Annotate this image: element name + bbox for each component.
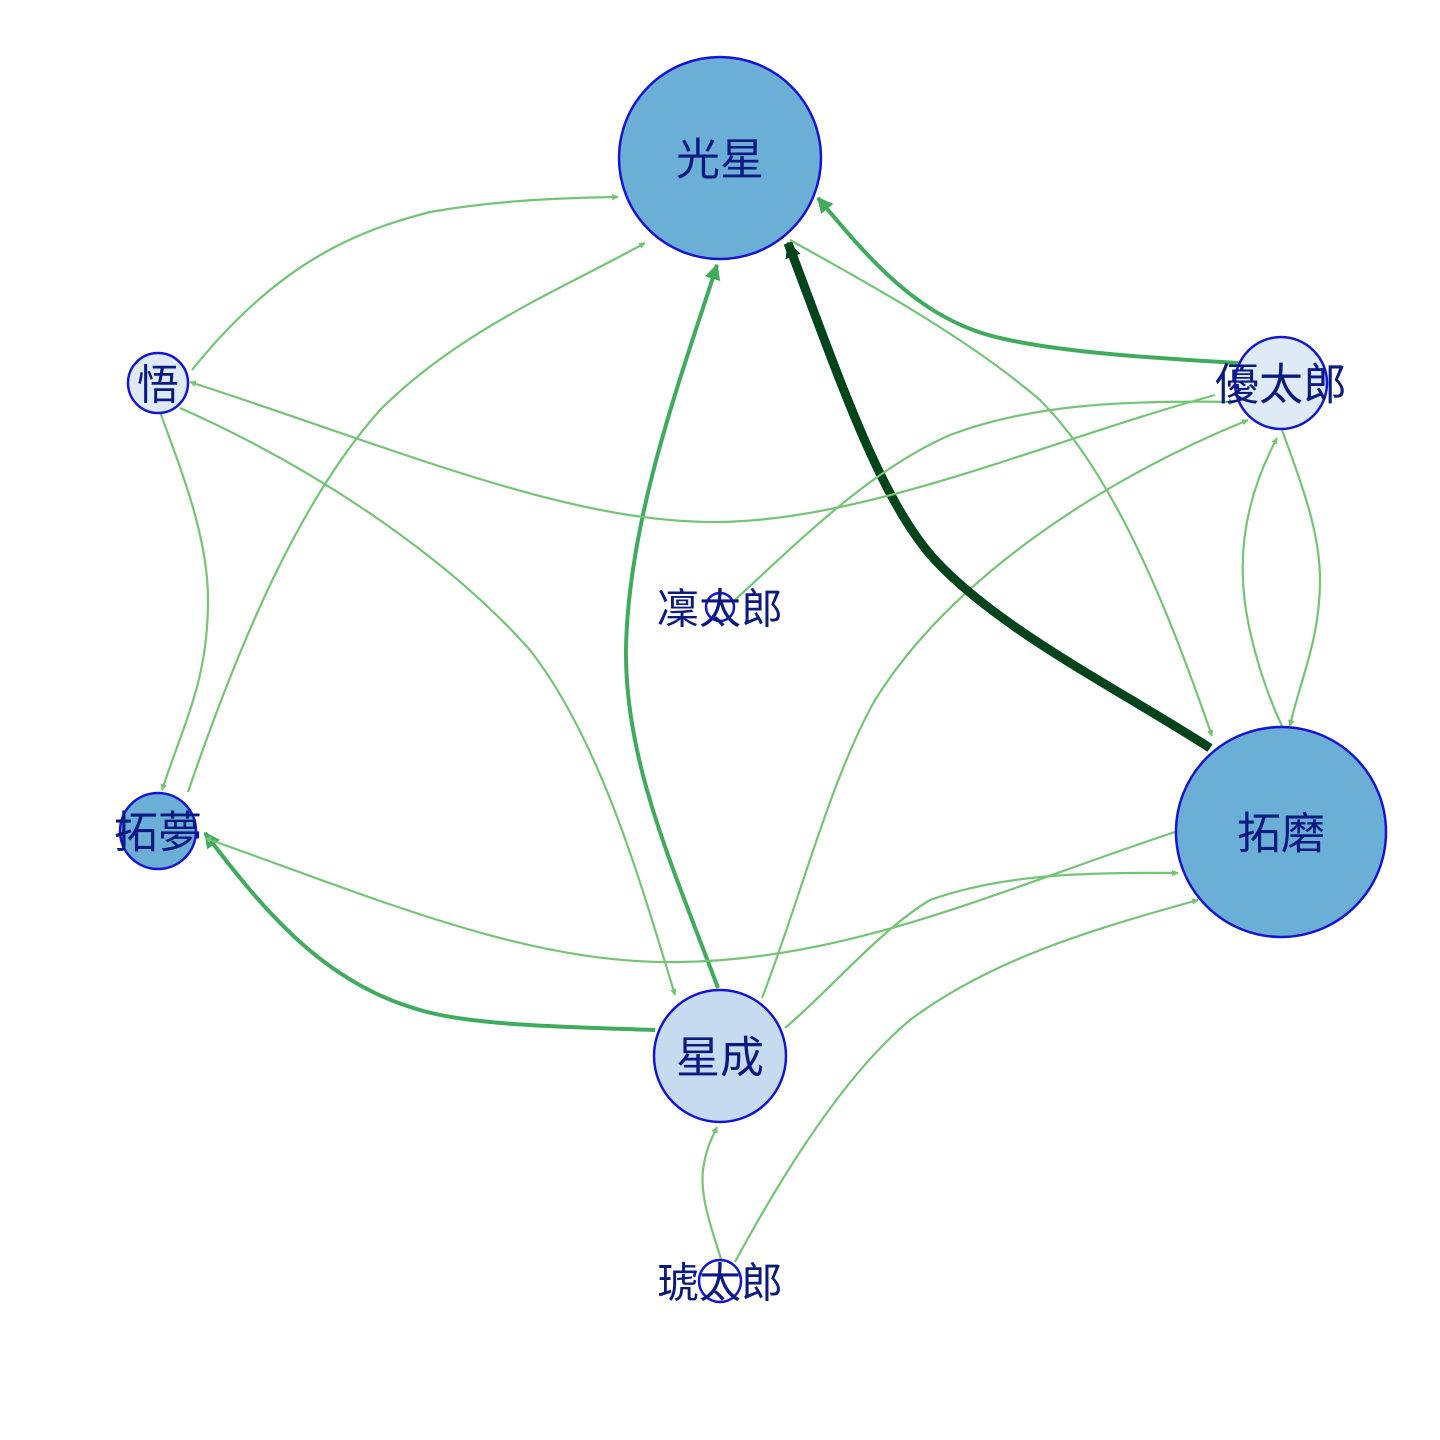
node-takumu-label: 拓夢 xyxy=(114,808,202,859)
node-kotaro-circle xyxy=(697,1258,743,1304)
node-satoru-label: 悟 xyxy=(137,361,179,410)
edge-seisei-takumu xyxy=(203,831,656,1032)
node-yutaro-circle xyxy=(1233,335,1329,431)
node-takumu-circle xyxy=(118,791,198,871)
edge-kosei-takuma xyxy=(789,239,1214,737)
edge-takumu-kosei xyxy=(186,242,646,793)
edge-kotaro-takuma xyxy=(734,898,1199,1263)
node-seisei-circle xyxy=(652,988,788,1124)
node-takuma-circle xyxy=(1174,725,1388,939)
node-rintaro-circle xyxy=(704,591,736,623)
edge-satoru-seisei xyxy=(179,406,677,996)
edge-takuma-takumu xyxy=(204,830,1176,964)
edge-satoru-takumu xyxy=(158,411,210,791)
node-kosei-circle xyxy=(617,55,823,261)
nodes: 光星 悟 優太郎 凜太郎 拓夢 拓磨 星成 琥太郎 xyxy=(114,55,1388,1308)
node-satoru[interactable]: 悟 xyxy=(126,351,190,415)
node-seisei-label: 星成 xyxy=(676,1033,764,1084)
edge-yutaro-kosei xyxy=(816,196,1239,365)
node-seisei[interactable]: 星成 xyxy=(652,988,788,1124)
edge-yutaro-satoru xyxy=(189,380,1216,524)
edge-seisei-yutaro xyxy=(760,418,1249,999)
edge-rintaro-yutaro xyxy=(734,398,1236,601)
node-rintaro-label: 凜太郎 xyxy=(657,585,783,634)
node-yutaro-label: 優太郎 xyxy=(1215,360,1347,411)
node-kotaro[interactable]: 琥太郎 xyxy=(657,1259,783,1308)
edge-yutaro-takuma xyxy=(1280,429,1322,727)
node-takumu[interactable]: 拓夢 xyxy=(114,791,202,871)
node-rintaro[interactable]: 凜太郎 xyxy=(657,585,783,634)
node-takuma[interactable]: 拓磨 xyxy=(1174,725,1388,939)
edge-takuma-yutaro xyxy=(1241,437,1283,727)
edge-seisei-kosei xyxy=(623,263,721,989)
edge-seisei-takuma xyxy=(784,869,1179,1029)
node-satoru-circle xyxy=(126,351,190,415)
edge-kotaro-seisei xyxy=(701,1126,724,1263)
edge-satoru-kosei xyxy=(191,193,619,371)
node-yutaro[interactable]: 優太郎 xyxy=(1215,335,1347,431)
node-kotaro-label: 琥太郎 xyxy=(657,1259,783,1308)
node-kosei-label: 光星 xyxy=(676,135,764,186)
edge-takuma-kosei xyxy=(783,241,1213,752)
node-kosei[interactable]: 光星 xyxy=(617,55,823,261)
edges xyxy=(158,193,1322,1263)
node-takuma-label: 拓磨 xyxy=(1237,809,1325,860)
